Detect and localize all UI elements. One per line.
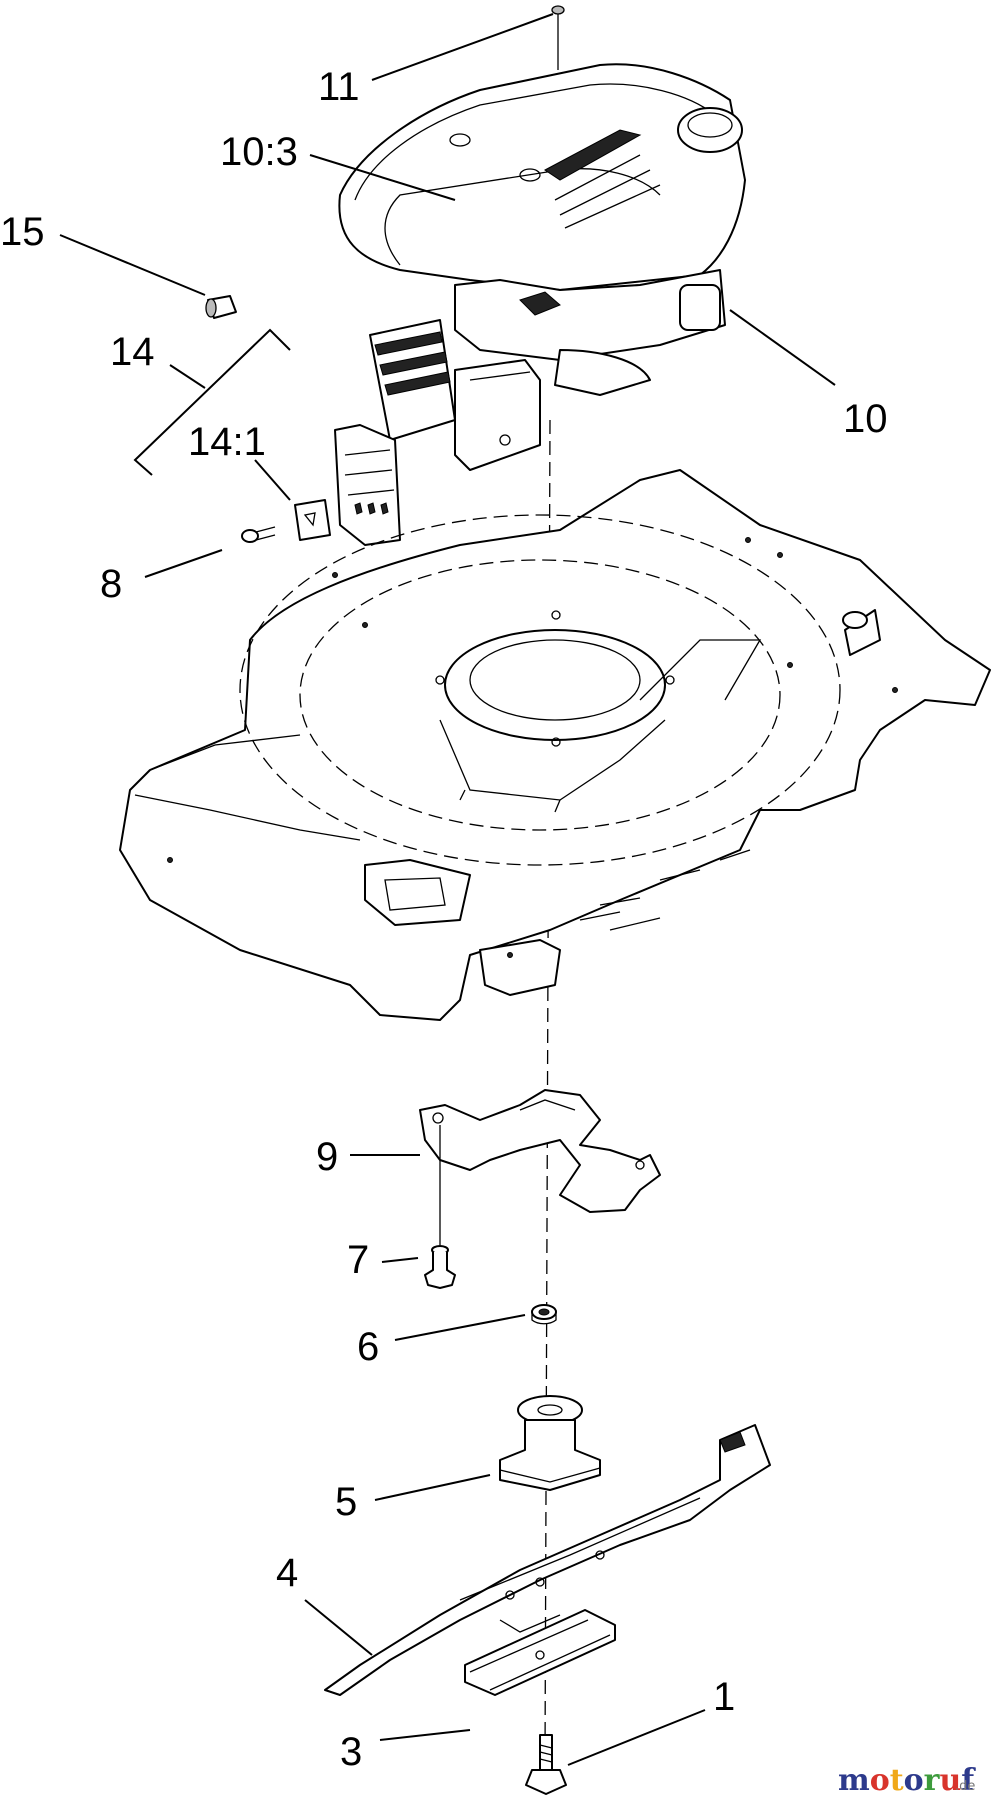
callout-15: 15 [0, 210, 45, 254]
part-8-screw [241, 526, 276, 543]
leader-10 [729, 309, 836, 386]
leader-7 [381, 1257, 419, 1263]
part-3-stiffener [464, 1609, 616, 1696]
callout-labels: 11 10:3 15 14 14:1 10 8 9 7 6 5 4 1 3 [0, 65, 888, 1774]
callout-7: 7 [347, 1238, 369, 1282]
watermark-logo: motoruf .de [838, 1763, 976, 1798]
engine-assembly [338, 63, 746, 471]
part-1-blade-bolt [525, 1734, 567, 1795]
watermark-letter-o2: o [904, 1763, 924, 1798]
part-9-baffle [419, 1089, 661, 1213]
leader-11 [371, 13, 554, 81]
callout-4: 4 [276, 1551, 298, 1595]
leader-6 [394, 1314, 526, 1341]
watermark-letter-t: t [890, 1763, 904, 1798]
leader-4 [304, 1599, 373, 1656]
leader-10-3 [309, 154, 456, 201]
leader-14-1 [254, 459, 291, 501]
leader-1 [567, 1709, 706, 1766]
part-6-washer [531, 1304, 557, 1325]
leader-8 [144, 549, 223, 578]
watermark-letter-r: r [924, 1763, 941, 1798]
leader-15 [59, 234, 206, 296]
callout-14: 14 [110, 330, 155, 374]
watermark-letter-u: u [939, 1763, 961, 1798]
part-4-blade [324, 1424, 771, 1696]
svg-text:motoruf: motoruf [838, 1763, 976, 1798]
part-15-spacer [205, 295, 237, 319]
watermark-letter-f: f [961, 1763, 976, 1798]
part-14-1-decal [294, 499, 331, 541]
leader-lines [59, 13, 836, 1766]
callout-10-3: 10:3 [220, 130, 298, 174]
part-11-nut [551, 5, 565, 70]
watermark-suffix: .de [955, 1779, 975, 1794]
callout-9: 9 [316, 1135, 338, 1179]
leader-3 [379, 1729, 471, 1741]
callout-3: 3 [340, 1730, 362, 1774]
callout-11: 11 [318, 65, 360, 109]
callout-14-1: 14:1 [188, 420, 266, 464]
part-7-screw [424, 1245, 456, 1289]
part-5-blade-adapter [499, 1395, 601, 1491]
part-14-heat-shield [334, 424, 401, 546]
watermark-letter-m: m [838, 1763, 870, 1798]
mower-deck-housing [119, 469, 991, 1021]
watermark-letter-o1: o [870, 1763, 890, 1798]
leader-14-upper [169, 364, 206, 389]
leader-5 [374, 1474, 491, 1501]
callout-10: 10 [843, 397, 888, 441]
callout-8: 8 [100, 562, 122, 606]
leader-14-bracket [133, 328, 291, 476]
callout-1: 1 [713, 1675, 735, 1719]
callout-5: 5 [335, 1480, 357, 1524]
callout-6: 6 [357, 1325, 379, 1369]
